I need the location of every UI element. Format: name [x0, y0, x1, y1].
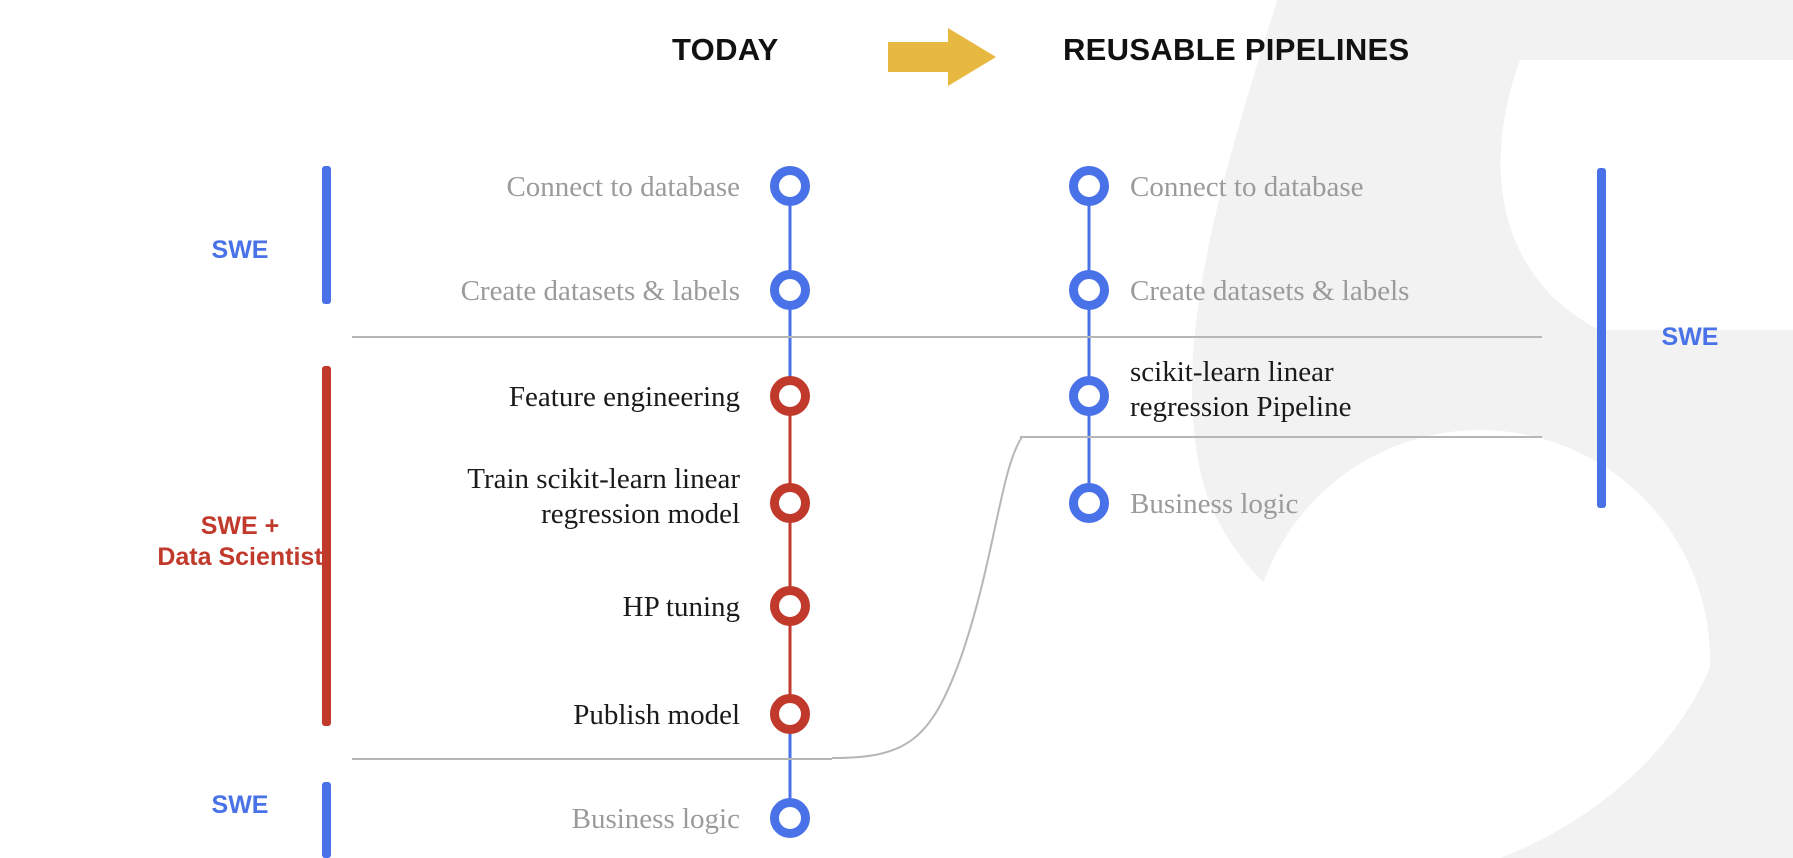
left-step-label-create-datasets-labels: Create datasets & labels: [460, 275, 740, 307]
right-step-dot-create-datasets-labels[interactable]: [1069, 270, 1109, 310]
right-step-dot-business-logic[interactable]: [1069, 483, 1109, 523]
group-label-left-swe-datascientist: SWE + Data Scientist: [157, 512, 323, 571]
left-step-label-publish-model: Publish model: [573, 699, 740, 731]
group-rail-left-swe-top: [322, 166, 331, 304]
column-title-reusable-pipelines: REUSABLE PIPELINES: [1063, 32, 1410, 67]
left-step-dot-create-datasets-labels[interactable]: [770, 270, 810, 310]
divider-left-swe-ds: [352, 336, 1542, 338]
right-step-label-connect-to-database: Connect to database: [1130, 171, 1364, 203]
left-step-dot-train-model[interactable]: [770, 483, 810, 523]
group-rail-left-swe-bottom: [322, 782, 331, 858]
group-label-left-swe-bottom: SWE: [211, 791, 269, 819]
left-step-dot-business-logic[interactable]: [770, 798, 810, 838]
right-step-label-business-logic: Business logic: [1130, 488, 1299, 520]
right-step-label-scikit-learn-pipeline: scikit-learn linear regression Pipeline: [1130, 356, 1352, 424]
group-rail-left-swe-datascientist: [322, 366, 331, 726]
left-step-dot-publish-model[interactable]: [770, 694, 810, 734]
group-rail-right-swe: [1597, 168, 1606, 508]
left-step-dot-connect-to-database[interactable]: [770, 166, 810, 206]
right-step-dot-scikit-learn-pipeline[interactable]: [1069, 376, 1109, 416]
left-step-dot-hp-tuning[interactable]: [770, 586, 810, 626]
column-title-today: TODAY: [672, 32, 779, 67]
left-step-label-connect-to-database: Connect to database: [506, 171, 740, 203]
left-step-dot-feature-engineering[interactable]: [770, 376, 810, 416]
right-step-dot-connect-to-database[interactable]: [1069, 166, 1109, 206]
left-step-label-train-model: Train scikit-learn linear regression mod…: [467, 463, 740, 531]
left-step-label-hp-tuning: HP tuning: [622, 591, 740, 623]
right-step-label-create-datasets-labels: Create datasets & labels: [1130, 275, 1410, 307]
left-step-label-feature-engineering: Feature engineering: [508, 381, 740, 413]
right-arrow-icon: [888, 28, 996, 86]
group-label-right-swe: SWE: [1661, 323, 1719, 351]
left-step-label-business-logic: Business logic: [571, 803, 740, 835]
divider-left-bottom-swe: [352, 758, 832, 760]
group-label-left-swe-top: SWE: [211, 236, 269, 264]
divider-right-pipeline-top: [1020, 436, 1542, 438]
